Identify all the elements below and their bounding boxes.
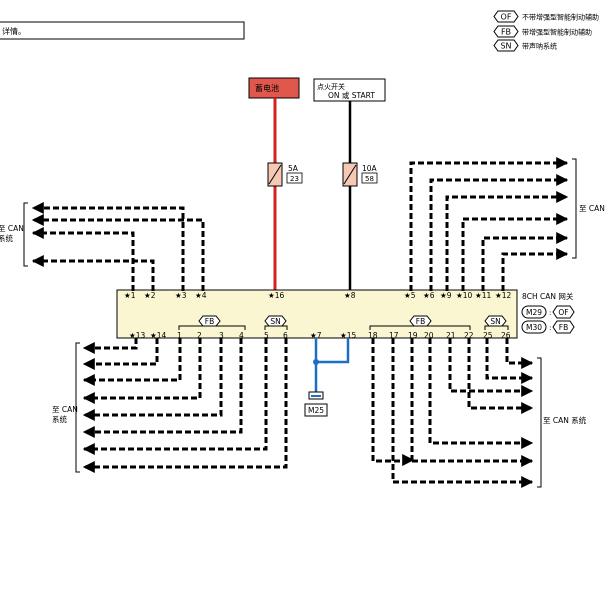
- tag-fb-code: FB: [501, 28, 511, 37]
- pin-label: ★12: [495, 291, 511, 300]
- pin-label: ★8: [344, 291, 356, 300]
- ground-connector-label: M25: [308, 406, 324, 415]
- pin-label: ★6: [423, 291, 435, 300]
- pin-label: 26: [501, 331, 511, 340]
- to-can-left-bottom-line2: 系统: [52, 414, 67, 424]
- option-tag: SN: [270, 317, 280, 326]
- legend-sn-text: 带声呐系统: [522, 42, 557, 51]
- legend-item-fb: FB 带增强型智能制动辅助: [493, 25, 592, 38]
- fuse-ignition-rating: 10A: [362, 164, 378, 173]
- connector-m30-badge: [521, 320, 547, 334]
- fuse-ignition: 10A 58: [342, 162, 378, 187]
- ignition-label-line1: 点火开关: [317, 82, 345, 91]
- pin-label: ★14: [150, 331, 166, 340]
- connector-m29-name: M29: [526, 308, 542, 317]
- can-bus-lower-right: [371, 338, 534, 488]
- tag-fb-shape: [493, 25, 519, 38]
- connector-m30-option: FB: [559, 323, 568, 332]
- to-can-right-top: 至 CAN: [579, 204, 605, 213]
- pin-label: 5: [264, 331, 269, 340]
- connector-m29: M29 : OF: [521, 305, 575, 319]
- pin-label: ★3: [175, 291, 187, 300]
- pin-label: 22: [464, 331, 474, 340]
- pin-label: ★2: [144, 291, 156, 300]
- ignition-label-line2: ON 或 START: [328, 90, 375, 100]
- pin-label: ★9: [440, 291, 452, 300]
- fuse-battery-number-box: [286, 172, 303, 184]
- pin-label: 19: [408, 331, 418, 340]
- pin-label: 4: [239, 331, 244, 340]
- legend-item-sn: SN 带声呐系统: [493, 39, 557, 52]
- pin-label: 20: [424, 331, 434, 340]
- legend: OF 不带增强型智能制动辅助 FB 带增强型智能制动辅助 SN 带声呐系统: [493, 10, 599, 52]
- pin-label: 6: [283, 331, 288, 340]
- option-bracket-sn-left: SN: [264, 315, 288, 330]
- legend-item-of: OF 不带增强型智能制动辅助: [493, 10, 599, 23]
- to-can-left-top-line2: 系统: [0, 233, 13, 243]
- pin-label: ★13: [129, 331, 145, 340]
- pin-label: 1: [177, 331, 182, 340]
- connector-m29-option: OF: [558, 308, 568, 317]
- option-tag: FB: [416, 317, 425, 326]
- fuse-ignition-number-box: [361, 172, 378, 184]
- legend-fb-text: 带增强型智能制动辅助: [522, 28, 592, 37]
- fuse-battery: 5A 23: [267, 162, 303, 187]
- tag-sn-code: SN: [500, 42, 511, 51]
- pin-label: ★4: [195, 291, 207, 300]
- pin-label: 21: [446, 331, 456, 340]
- tag-of-shape: [493, 10, 519, 23]
- pin-label: 3: [219, 331, 224, 340]
- tag-sn-shape: [493, 39, 519, 52]
- bottom-pin-labels: ★13 ★14 1 2 3 4 5 6 ★7 ★15 18 17 19 20 2…: [129, 331, 511, 340]
- svg-text::: :: [549, 309, 551, 317]
- pin-label: ★5: [404, 291, 416, 300]
- fuse-battery-rating: 5A: [288, 164, 299, 173]
- battery-label: 蓄电池: [255, 83, 279, 93]
- can-bus-upper-left: [31, 202, 205, 291]
- option-bracket-fb-right: FB: [369, 315, 471, 330]
- pin-label: 25: [483, 331, 493, 340]
- pin-label: ★15: [340, 331, 356, 340]
- can-bus-upper-right: [409, 157, 569, 291]
- ground-circuit: M25: [304, 338, 350, 417]
- fuse-ignition-number: 58: [365, 175, 374, 183]
- pin-label: ★1: [124, 291, 136, 300]
- to-can-left-bottom-line1: 至 CAN: [52, 405, 78, 414]
- option-bracket-sn-right: SN: [484, 315, 509, 330]
- connector-m30: M30 : FB: [521, 320, 575, 334]
- ground-connector-badge: [304, 403, 328, 417]
- legend-of-text: 不带增强型智能制动辅助: [522, 13, 599, 22]
- tag-of-code: OF: [501, 13, 512, 22]
- to-can-right-bottom: 至 CAN 系统: [543, 415, 587, 425]
- gateway-label: 8CH CAN 网关: [522, 291, 574, 301]
- to-can-left-top-line1: 至 CAN: [0, 224, 24, 233]
- connector-m30-name: M30: [526, 323, 542, 332]
- pin-label: 18: [368, 331, 378, 340]
- option-bracket-fb-left: FB: [178, 315, 246, 330]
- fuse-battery-number: 23: [290, 175, 299, 183]
- pin-label: ★7: [310, 331, 322, 340]
- can-bus-lower-left: [82, 338, 288, 473]
- option-tag: FB: [205, 317, 214, 326]
- svg-text::: :: [549, 324, 551, 332]
- option-tag: SN: [490, 317, 500, 326]
- connector-m29-badge: [521, 305, 547, 319]
- pin-label: ★10: [456, 291, 472, 300]
- pin-label: 17: [389, 331, 399, 340]
- note-text: 详情。: [2, 26, 26, 36]
- note-box: [0, 21, 245, 40]
- top-pin-labels: ★1 ★2 ★3 ★4 ★16 ★8 ★5 ★6 ★9 ★10 ★11 ★12: [124, 291, 511, 300]
- pin-label: ★16: [268, 291, 284, 300]
- gateway-module: [116, 289, 518, 339]
- pin-label: ★11: [475, 291, 491, 300]
- pin-label: 2: [197, 331, 202, 340]
